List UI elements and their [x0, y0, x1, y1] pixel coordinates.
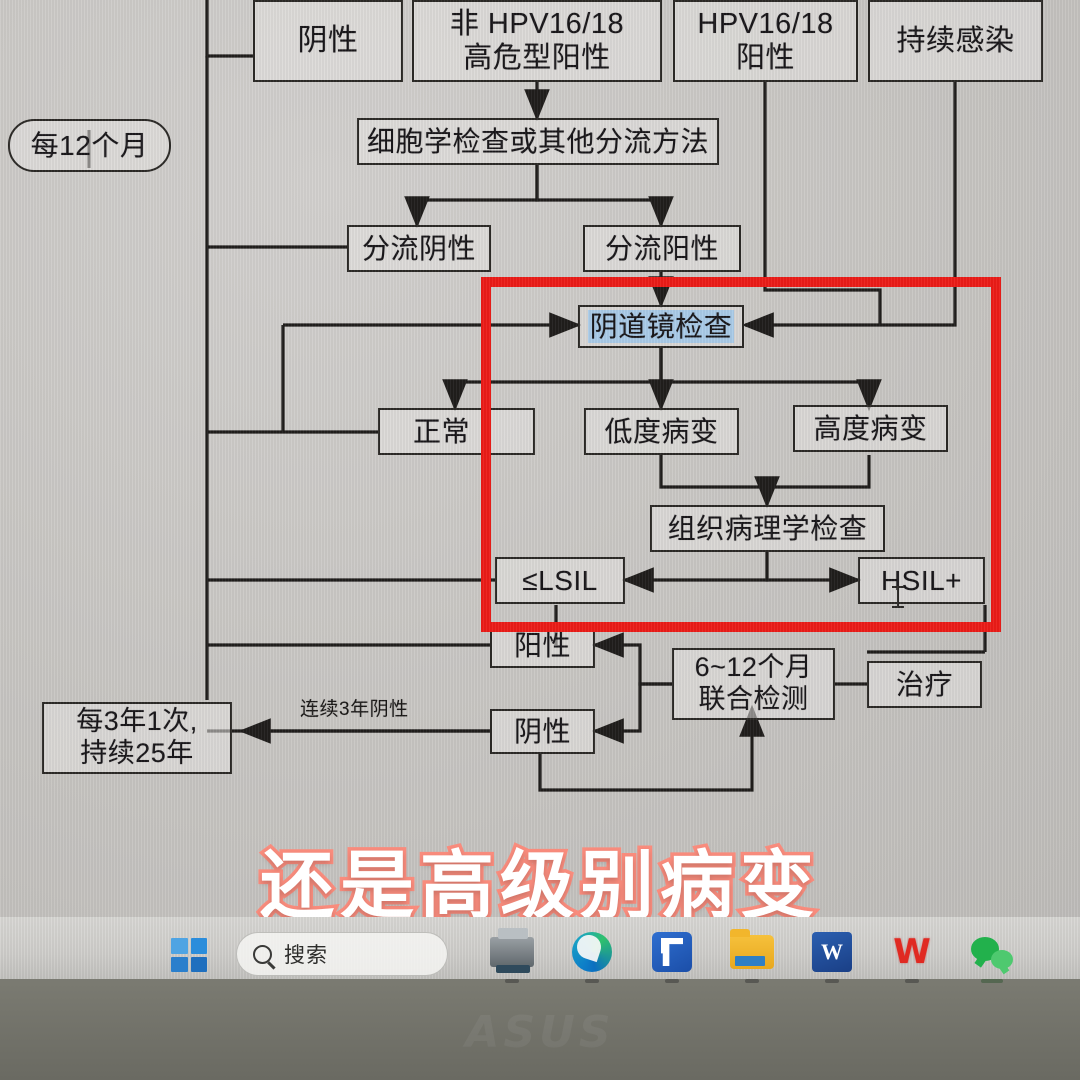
node-hpv1618-positive[interactable]: HPV16/18 阳性	[673, 0, 858, 82]
node-every-12-months[interactable]: 每12个月	[8, 119, 171, 172]
node-negative-bottom[interactable]: 阴性	[490, 709, 595, 754]
search-placeholder: 搜索	[284, 944, 328, 967]
red-highlight-rectangle	[481, 277, 1001, 632]
word-icon[interactable]: W	[810, 930, 854, 983]
node-histopathology[interactable]: 组织病理学检查	[650, 505, 885, 552]
flowchart-document: 阴性 非 HPV16/18 高危型阳性 HPV16/18 阳性 持续感染 每12…	[0, 0, 1080, 922]
file-explorer-icon[interactable]	[730, 929, 774, 983]
printer-icon[interactable]	[490, 928, 534, 983]
text-cursor-ibeam	[892, 586, 904, 608]
node-high-grade-lesion[interactable]: 高度病变	[793, 405, 948, 452]
node-non-hpv1618-high-risk-positive[interactable]: 非 HPV16/18 高危型阳性	[412, 0, 662, 82]
node-triage-positive[interactable]: 分流阳性	[583, 225, 741, 272]
node-cytology-or-triage-method[interactable]: 细胞学检查或其他分流方法	[357, 118, 719, 165]
taskbar-search-box[interactable]: 搜索	[236, 932, 448, 976]
search-icon	[253, 944, 272, 964]
node-low-grade-lesion[interactable]: 低度病变	[584, 408, 739, 455]
flowchart-connectors	[87, 0, 987, 792]
monitor-brand-logo: ASUS	[465, 1007, 615, 1058]
edge-browser-icon[interactable]	[570, 930, 614, 983]
node-persistent-infection[interactable]: 持续感染	[868, 0, 1043, 82]
node-lsil-or-less[interactable]: ≤LSIL	[495, 557, 625, 604]
node-treatment[interactable]: 治疗	[867, 661, 982, 708]
node-negative-top[interactable]: 阴性	[253, 0, 403, 82]
node-triage-negative[interactable]: 分流阴性	[347, 225, 491, 272]
node-normal[interactable]: 正常	[378, 408, 535, 455]
taskbar-icon-strip: W W	[490, 925, 1014, 983]
node-retest-6-12-months[interactable]: 6~12个月 联合检测	[672, 648, 835, 720]
node-colposcopy[interactable]: 阴道镜检查	[578, 305, 744, 348]
node-colposcopy-selected-text: 阴道镜检查	[587, 309, 735, 344]
edge-label-three-years-negative: 连续3年阴性	[300, 699, 409, 720]
wechat-icon[interactable]	[970, 930, 1014, 983]
windows-start-icon[interactable]	[171, 938, 207, 972]
node-hsil-plus[interactable]: HSIL+	[858, 557, 985, 604]
wps-office-icon[interactable]: W	[890, 930, 934, 983]
blue-app-icon[interactable]	[650, 930, 694, 983]
node-every-3-years-25-years[interactable]: 每3年1次, 持续25年	[42, 702, 232, 774]
